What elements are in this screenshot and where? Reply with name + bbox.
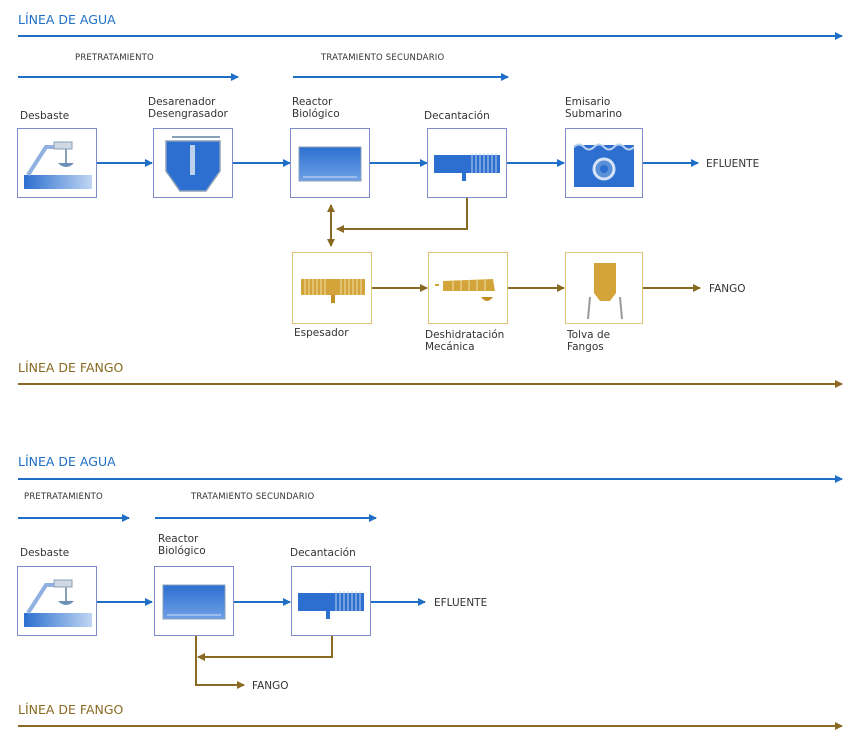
linea-fango-title: LÍNEA DE FANGO (18, 360, 124, 375)
efluente-label: EFLUENTE (706, 158, 760, 170)
settling-tank-icon (434, 153, 500, 181)
reactor-box-2 (154, 566, 234, 636)
deshidratacion-label: Deshidratación Mecánica (425, 329, 505, 353)
desarenador-label: Desarenador Desengrasador (148, 96, 228, 120)
decantacion-label-2: Decantación (290, 547, 356, 559)
secundario-label: TRATAMIENTO SECUNDARIO (321, 53, 445, 63)
screening-icon (24, 579, 92, 627)
sludge-hopper-icon (587, 263, 623, 320)
grit-chamber-icon (165, 136, 221, 192)
linea-agua-title-2: LÍNEA DE AGUA (18, 454, 116, 469)
sludge-return-arrow (197, 636, 333, 661)
emisario-box (565, 128, 643, 198)
reactor-label: Reactor Biológico (292, 96, 340, 120)
biological-reactor-icon (162, 584, 226, 620)
settling-tank-icon (298, 591, 364, 619)
dewatering-icon (435, 279, 495, 301)
espesador-label: Espesador (294, 327, 349, 339)
tolva-label: Tolva de Fangos (567, 329, 611, 353)
efluente-label-2: EFLUENTE (434, 597, 488, 609)
tolva-box (565, 252, 643, 324)
decantacion-label: Decantación (424, 110, 490, 122)
linea-fango-title-2: LÍNEA DE FANGO (18, 702, 124, 717)
desbaste-label: Desbaste (20, 110, 70, 122)
sludge-return-arrow (336, 197, 468, 233)
deshidratacion-box (428, 252, 508, 324)
emisario-label: Emisario Submarino (565, 96, 622, 120)
submarine-outfall-icon (573, 143, 635, 187)
fango-label-2: FANGO (252, 680, 289, 692)
desbaste-label-2: Desbaste (20, 547, 70, 559)
decantacion-box-1 (427, 128, 507, 198)
decantacion-box-2 (291, 566, 371, 636)
screening-icon (24, 141, 92, 189)
secundario-label-2: TRATAMIENTO SECUNDARIO (191, 492, 315, 502)
pretratamiento-label: PRETRATAMIENTO (75, 53, 154, 63)
espesador-box (292, 252, 372, 324)
fango-label: FANGO (709, 283, 746, 295)
thickener-icon (301, 279, 365, 303)
pretratamiento-label-2: PRETRATAMIENTO (24, 492, 103, 502)
desbaste-box (17, 128, 97, 198)
reactor-label-2: Reactor Biológico (158, 533, 206, 557)
linea-agua-title: LÍNEA DE AGUA (18, 12, 116, 27)
biological-reactor-icon (298, 146, 362, 182)
sludge-out-arrow (195, 636, 245, 689)
reactor-box-1 (290, 128, 370, 198)
desarenador-box (153, 128, 233, 198)
desbaste-box-2 (17, 566, 97, 636)
